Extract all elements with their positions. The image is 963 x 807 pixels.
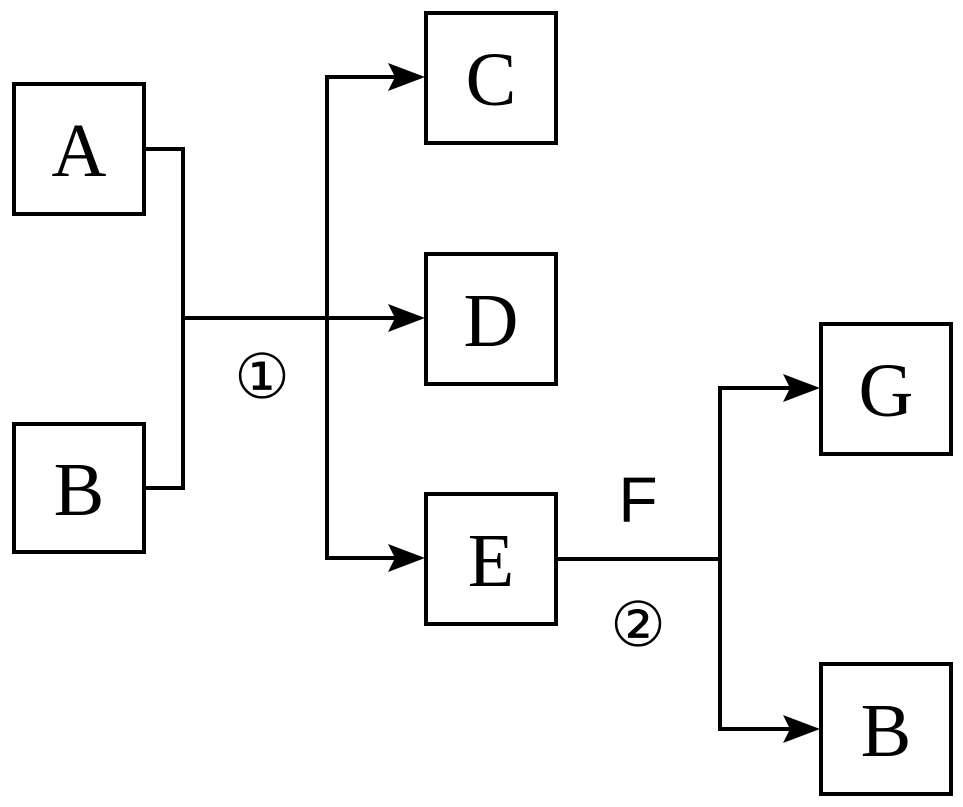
node-e-box	[424, 492, 558, 626]
arrow-to-b-right	[783, 715, 820, 743]
node-b-left-box	[12, 422, 146, 554]
arrow-to-d	[388, 304, 425, 332]
arrow-to-e	[388, 544, 425, 572]
node-b-right: B	[819, 662, 953, 796]
node-g-label: G	[859, 349, 914, 433]
node-b-left: B	[12, 422, 146, 554]
node-a-box	[12, 82, 146, 216]
node-c: C	[424, 11, 558, 145]
step-2-label: ②	[610, 592, 666, 660]
node-e-label: E	[468, 519, 514, 603]
arrow-to-c	[388, 63, 425, 91]
node-a-label: A	[52, 109, 107, 193]
node-g: G	[819, 322, 953, 456]
node-d-label: D	[464, 279, 519, 363]
node-c-box	[424, 11, 558, 145]
node-e: E	[424, 492, 558, 626]
reactant-f-label: F	[618, 464, 657, 536]
connector-branch-g-b	[718, 386, 792, 731]
connector-branch-c-e	[325, 75, 397, 560]
node-d-box	[424, 252, 558, 386]
node-a: A	[12, 82, 146, 216]
step-1-label: ①	[234, 344, 290, 412]
node-d: D	[424, 252, 558, 386]
connector-a-b-merge	[145, 147, 185, 490]
node-c-label: C	[466, 38, 517, 122]
node-b-right-label: B	[861, 689, 912, 773]
node-b-left-label: B	[54, 448, 105, 532]
arrow-to-g	[783, 374, 820, 402]
node-b-right-box	[819, 662, 953, 796]
node-g-box	[819, 322, 953, 456]
